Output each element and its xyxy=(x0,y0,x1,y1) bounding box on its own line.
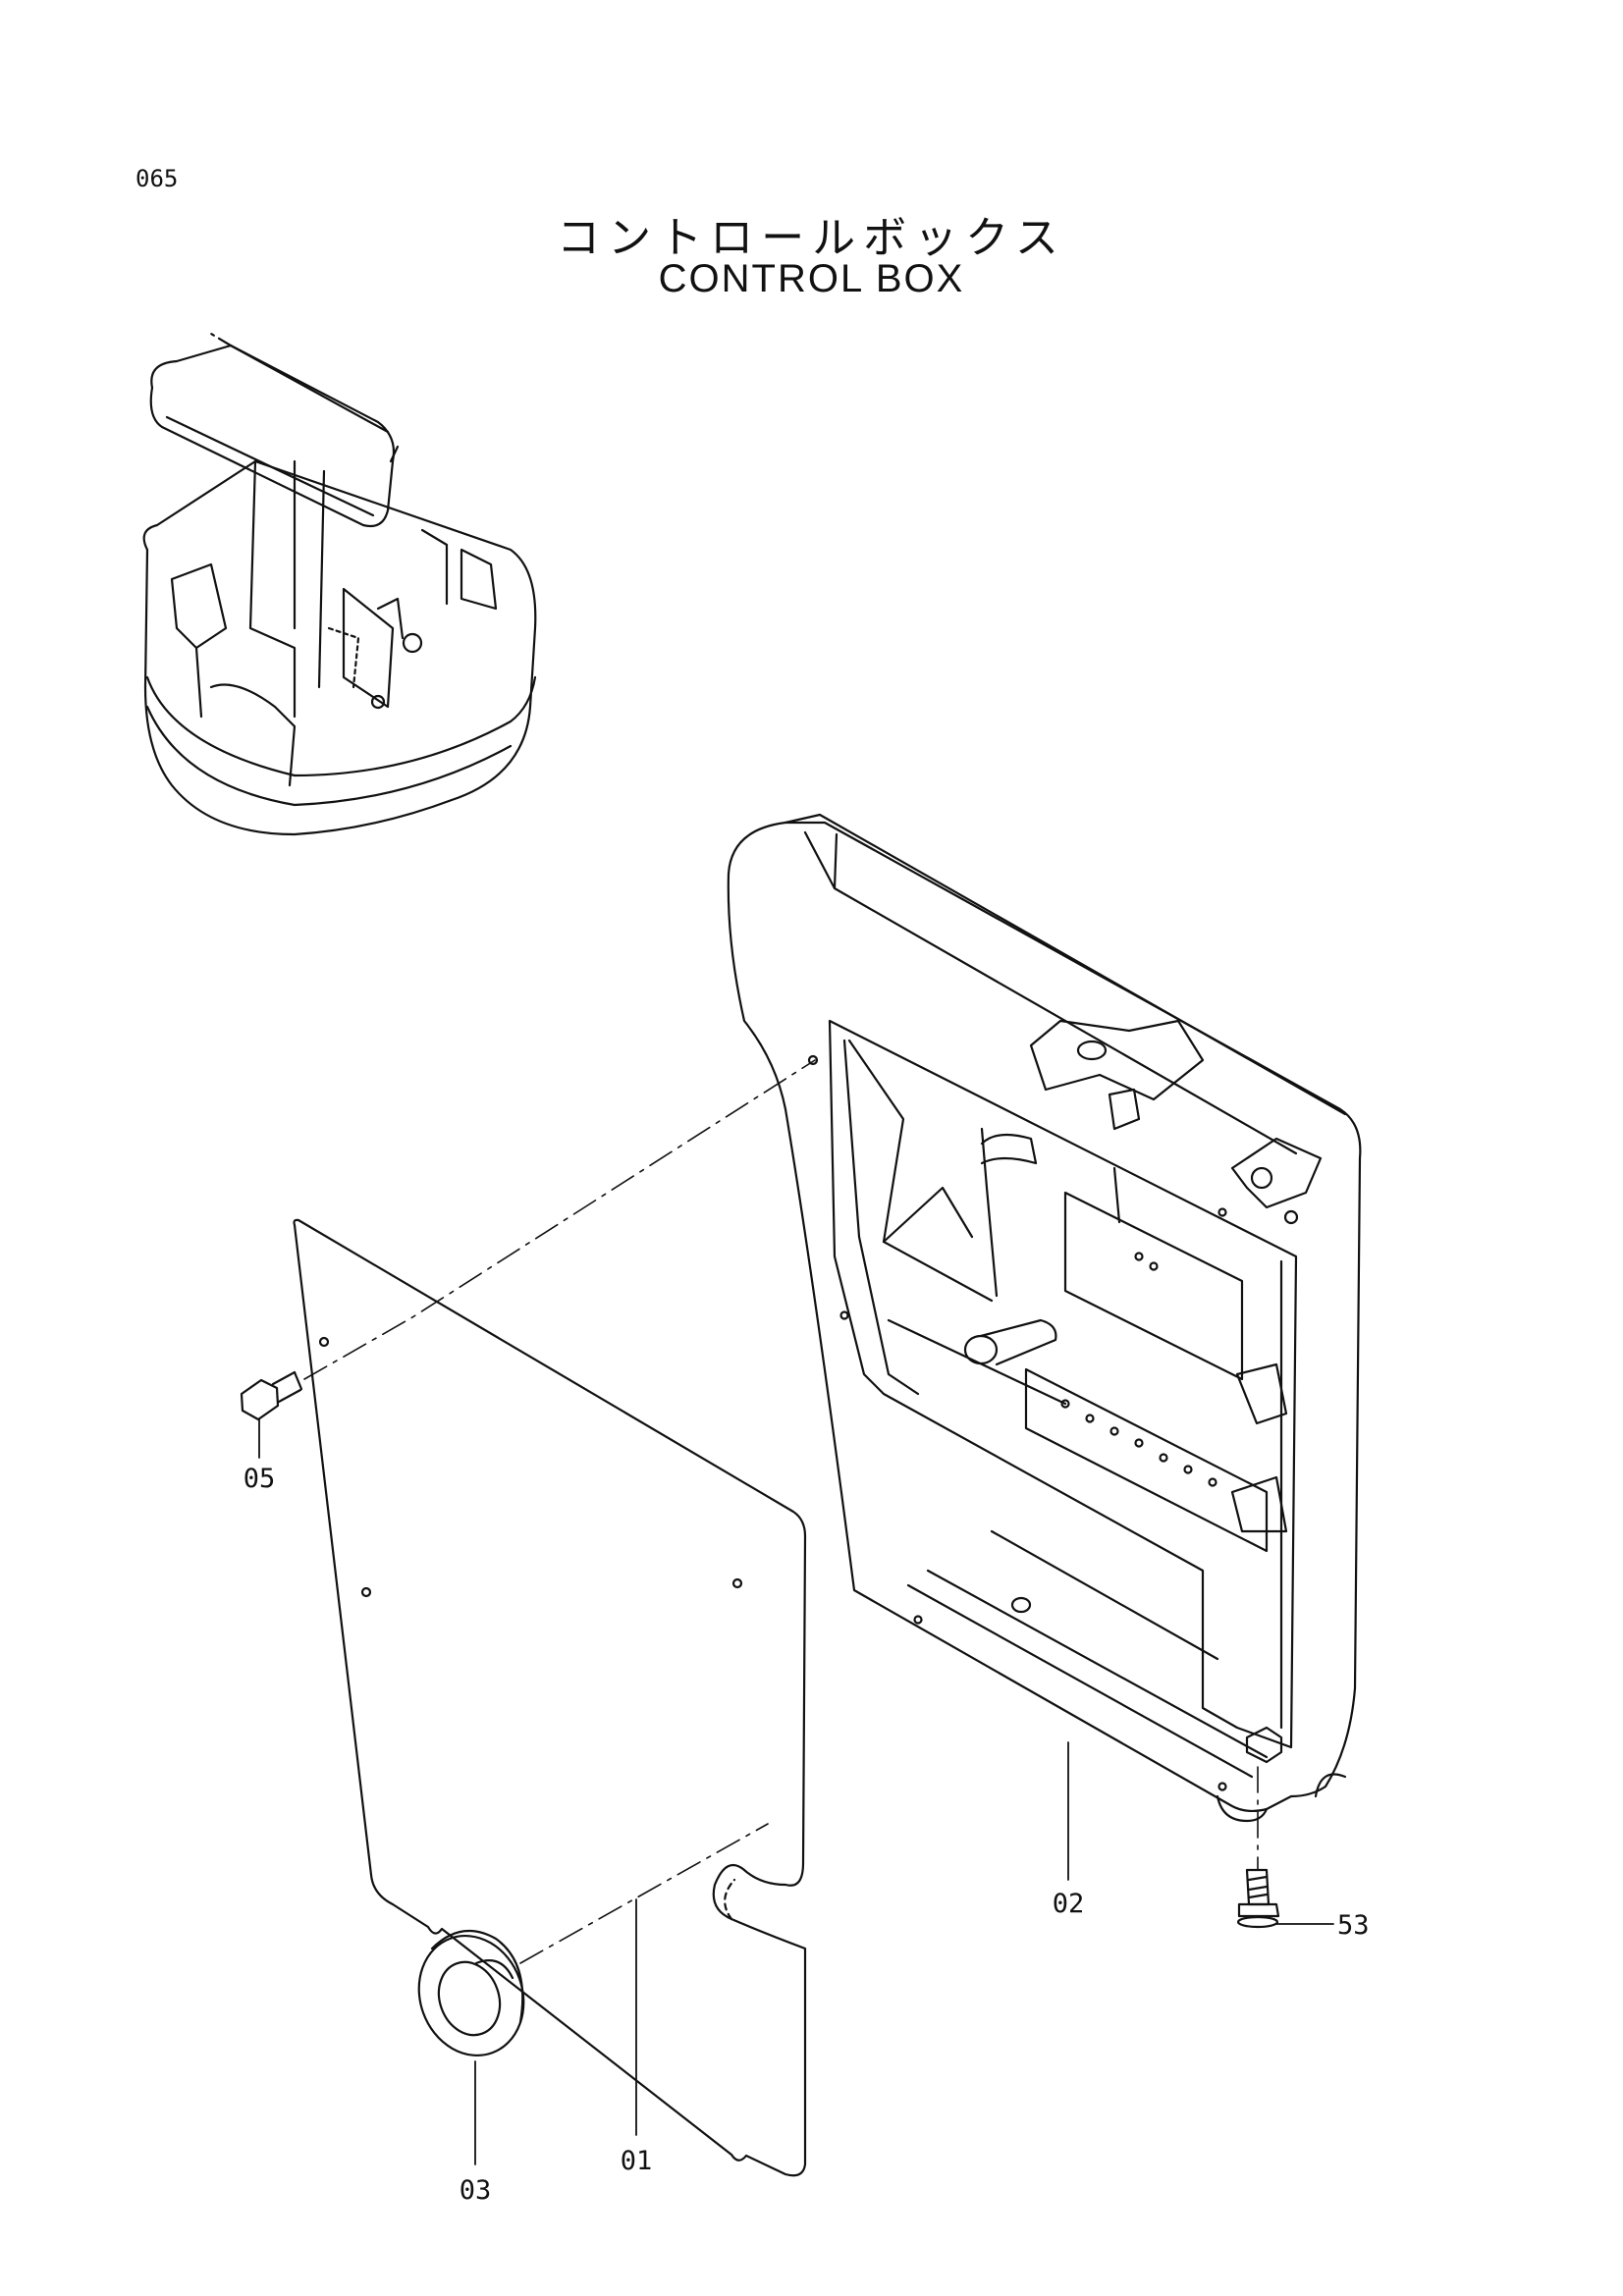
bolt-05 xyxy=(240,1370,303,1421)
leader-lines xyxy=(258,1418,1334,2165)
title-japanese: コントロールボックス xyxy=(557,213,1066,263)
cover-plate-01 xyxy=(293,1218,807,2177)
callout-53: 53 xyxy=(1337,1910,1370,1941)
assembly-lines xyxy=(303,1059,1259,1964)
callout-02: 02 xyxy=(1053,1889,1085,1919)
callout-03: 03 xyxy=(460,2175,492,2206)
cab-overview-illustration xyxy=(142,332,537,836)
callout-05: 05 xyxy=(243,1464,276,1494)
callout-01: 01 xyxy=(621,2146,653,2176)
grommet-03 xyxy=(417,1929,525,2057)
page-number: 065 xyxy=(135,165,179,192)
title-english: CONTROL BOX xyxy=(658,257,965,300)
bolt-53 xyxy=(1236,1868,1280,1929)
control-box-frame-02 xyxy=(727,813,1362,1823)
